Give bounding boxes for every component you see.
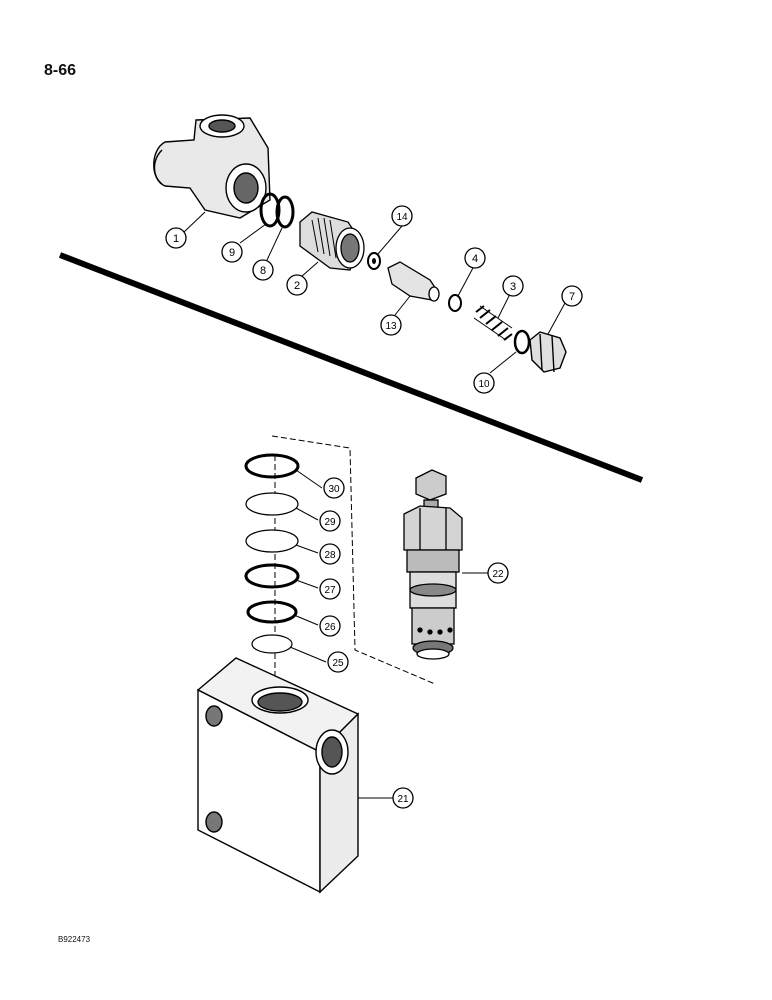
callout-14: 14: [391, 205, 413, 227]
manifold-block-part-21: [196, 657, 360, 894]
callout-21: 21: [392, 787, 414, 809]
ring-part-27: [244, 563, 300, 589]
leader-lines-upper: [183, 211, 566, 374]
o-ring-part-9: [259, 192, 281, 228]
callout-30: 30: [323, 477, 345, 499]
ring-part-28: [245, 529, 299, 553]
callout-9-label: 9: [229, 247, 235, 259]
ring-part-29: [245, 492, 299, 516]
callout-4: 4: [464, 247, 486, 269]
callout-22-label: 22: [492, 569, 504, 580]
leader-lines-lower: [289, 469, 488, 799]
callout-4-label: 4: [472, 253, 478, 265]
callout-7-label: 7: [569, 291, 575, 303]
plug-part-7: [529, 331, 567, 373]
callout-7: 7: [561, 285, 583, 307]
callout-26-label: 26: [324, 622, 336, 633]
ring-part-25: [251, 634, 293, 654]
callout-10: 10: [473, 372, 495, 394]
callout-22: 22: [487, 562, 509, 584]
spring-part-3: [473, 305, 513, 341]
backup-ring-part-8: [275, 195, 295, 229]
callout-10-label: 10: [478, 379, 490, 390]
ring-part-30: [244, 453, 300, 479]
washer-part-4: [448, 294, 462, 312]
callout-1: 1: [165, 227, 187, 249]
callout-2: 2: [286, 274, 308, 296]
callout-26: 26: [319, 615, 341, 637]
callout-1-label: 1: [173, 233, 179, 245]
washer-part-14: [367, 252, 381, 270]
callout-28: 28: [319, 543, 341, 565]
poppet-part-13: [387, 261, 440, 302]
callout-29-label: 29: [324, 517, 336, 528]
callout-13-label: 13: [385, 321, 397, 332]
valve-body-part-1: [153, 114, 271, 219]
callout-8: 8: [252, 259, 274, 281]
callout-8-label: 8: [260, 265, 266, 277]
callout-3: 3: [502, 275, 524, 297]
reference-code: B922473: [58, 935, 91, 944]
callout-13: 13: [380, 314, 402, 336]
relief-cartridge-part-22: [403, 469, 463, 660]
section-divider-line: [58, 252, 644, 483]
o-ring-part-10: [513, 329, 531, 355]
callout-27: 27: [319, 578, 341, 600]
ring-part-26: [246, 600, 298, 624]
callout-25: 25: [327, 651, 349, 673]
callout-27-label: 27: [324, 585, 336, 596]
page-number: 8-66: [44, 62, 77, 79]
callout-30-label: 30: [328, 484, 340, 495]
cartridge-sleeve-part-2: [299, 211, 365, 271]
callout-9: 9: [221, 241, 243, 263]
callout-3-label: 3: [510, 281, 516, 293]
callout-14-label: 14: [396, 212, 408, 223]
callout-21-label: 21: [397, 794, 409, 805]
callout-29: 29: [319, 510, 341, 532]
callout-28-label: 28: [324, 550, 336, 561]
callout-2-label: 2: [294, 280, 300, 292]
callout-25-label: 25: [332, 658, 344, 669]
